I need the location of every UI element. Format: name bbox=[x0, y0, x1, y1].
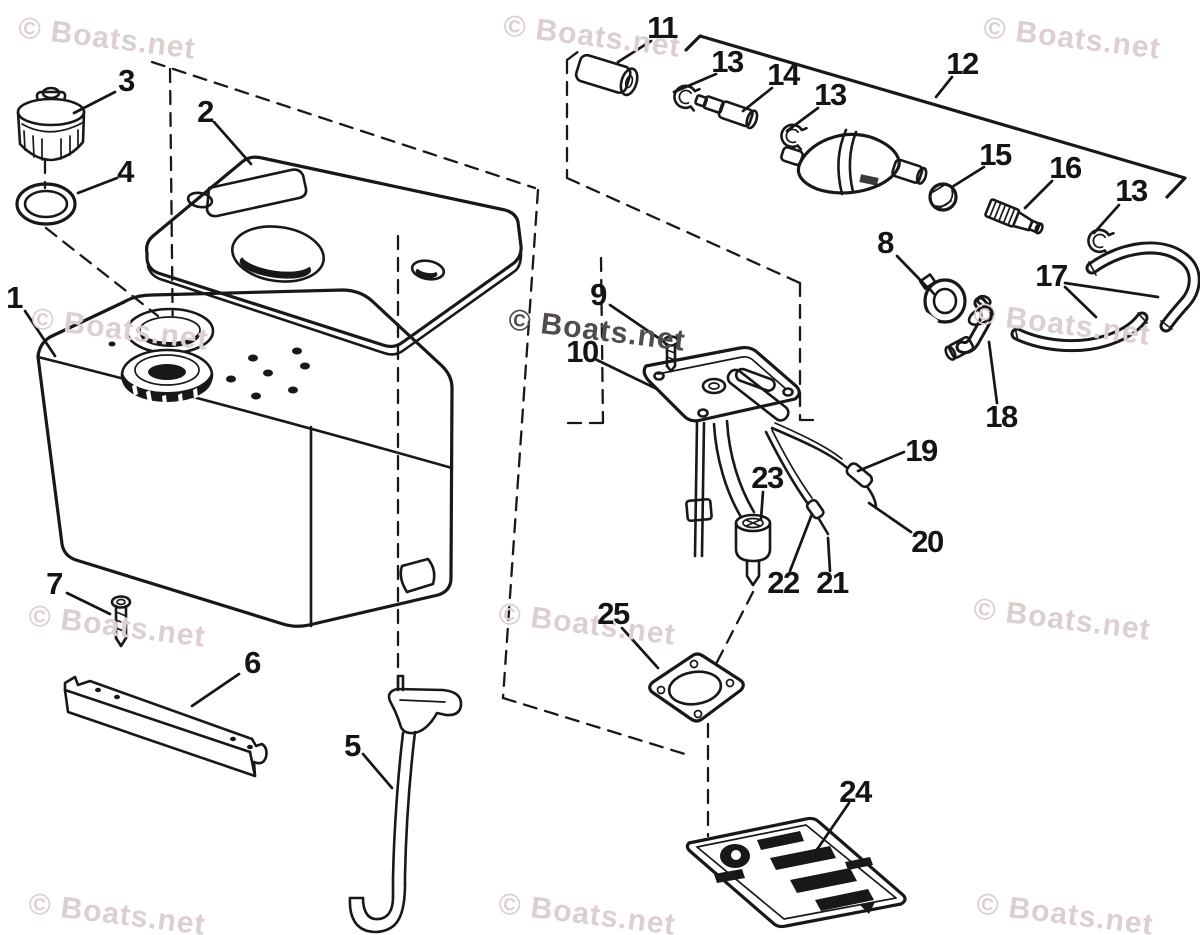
part-number-18: 18 bbox=[985, 399, 1018, 434]
leader-lines bbox=[23, 39, 1160, 853]
part-number-4: 4 bbox=[117, 154, 134, 189]
leader-line-19 bbox=[856, 450, 906, 473]
leader-line-20 bbox=[867, 501, 913, 534]
part-13-clip bbox=[1087, 228, 1115, 256]
leader-line-17 bbox=[1063, 281, 1160, 299]
leader-line-9 bbox=[608, 303, 665, 343]
part-13-clip bbox=[673, 84, 701, 112]
part-number-16: 16 bbox=[1049, 150, 1082, 185]
part-number-11: 11 bbox=[647, 10, 678, 45]
construction-lines bbox=[43, 34, 1187, 838]
leader-line-4 bbox=[76, 176, 119, 195]
part-12-line-assembly-box bbox=[684, 34, 1187, 199]
part-number-12: 12 bbox=[946, 46, 979, 81]
part-number-2: 2 bbox=[197, 94, 214, 129]
leader-line-15 bbox=[950, 165, 986, 189]
part-number-1: 1 bbox=[6, 280, 23, 315]
part-4-oring bbox=[15, 182, 77, 226]
part-24-decal-plate bbox=[685, 816, 907, 929]
part-number-17: 17 bbox=[1035, 258, 1068, 293]
part-16-fitting bbox=[984, 198, 1044, 235]
part-5-pickup-tube bbox=[348, 674, 463, 934]
part-2-cover bbox=[145, 155, 523, 356]
part-number-24: 24 bbox=[839, 774, 872, 809]
part-15-grommet bbox=[928, 182, 958, 212]
leader-line-6 bbox=[190, 672, 241, 708]
part-18-elbow-fitting bbox=[944, 294, 995, 361]
part-17-hoses bbox=[1010, 241, 1200, 353]
leader-line-17 bbox=[1063, 285, 1098, 319]
part-11-hose-segment bbox=[574, 53, 639, 97]
part-number-25: 25 bbox=[597, 596, 630, 631]
part-number-9: 9 bbox=[590, 277, 607, 312]
leader-line-21 bbox=[826, 536, 832, 573]
part-number-22: 22 bbox=[767, 565, 800, 600]
part-number-6: 6 bbox=[244, 645, 261, 680]
leader-line-16 bbox=[1023, 179, 1054, 210]
part-8-clamp bbox=[915, 273, 967, 332]
part-number-15: 15 bbox=[979, 137, 1012, 172]
part-7-screw bbox=[110, 595, 132, 648]
leader-line-8 bbox=[895, 254, 930, 290]
part-number-19: 19 bbox=[905, 433, 938, 468]
part-number-21: 21 bbox=[816, 565, 849, 600]
leader-line-24 bbox=[814, 801, 851, 853]
part-3-cap bbox=[16, 86, 86, 162]
leader-line-1 bbox=[23, 309, 57, 358]
leader-line-18 bbox=[987, 340, 999, 405]
part-number-5: 5 bbox=[344, 728, 361, 763]
part-number-10: 10 bbox=[566, 334, 599, 369]
leader-line-12 bbox=[934, 75, 954, 99]
part-21-pin bbox=[817, 517, 830, 536]
leader-line-5 bbox=[361, 752, 394, 790]
part-number-13: 13 bbox=[711, 44, 744, 79]
leader-line-3 bbox=[72, 90, 117, 115]
part-number-3: 3 bbox=[118, 63, 135, 98]
leader-line-13 bbox=[672, 72, 718, 94]
leader-line-13 bbox=[1092, 203, 1121, 235]
part-number-13: 13 bbox=[814, 77, 847, 112]
part-number-7: 7 bbox=[46, 566, 63, 601]
leader-line-10 bbox=[595, 358, 659, 391]
leader-line-7 bbox=[65, 591, 112, 616]
part-number-23: 23 bbox=[751, 460, 784, 495]
leader-line-22 bbox=[788, 512, 814, 573]
part-23-cup bbox=[734, 513, 772, 587]
leader-line-11 bbox=[616, 39, 653, 64]
part-22-lead-wire bbox=[764, 429, 830, 536]
leader-line-25 bbox=[620, 626, 660, 670]
part-10-pump-assembly bbox=[642, 345, 801, 587]
leader-line-14 bbox=[741, 86, 774, 113]
leader-line-13 bbox=[785, 106, 820, 133]
part-number-14: 14 bbox=[767, 57, 800, 92]
part-6-bracket-rail bbox=[63, 675, 268, 778]
leader-line-2 bbox=[212, 120, 253, 166]
part-number-8: 8 bbox=[877, 225, 894, 260]
leader-line-23 bbox=[759, 490, 765, 521]
part-19-lead-wire bbox=[770, 422, 878, 510]
part-14-fitting bbox=[694, 94, 759, 130]
part-25-gasket bbox=[648, 652, 745, 723]
part-number-20: 20 bbox=[911, 524, 944, 559]
part-13-clip bbox=[780, 123, 808, 151]
part-number-13: 13 bbox=[1115, 173, 1148, 208]
part-1-tank bbox=[36, 288, 454, 628]
primer-bulb bbox=[780, 128, 928, 196]
